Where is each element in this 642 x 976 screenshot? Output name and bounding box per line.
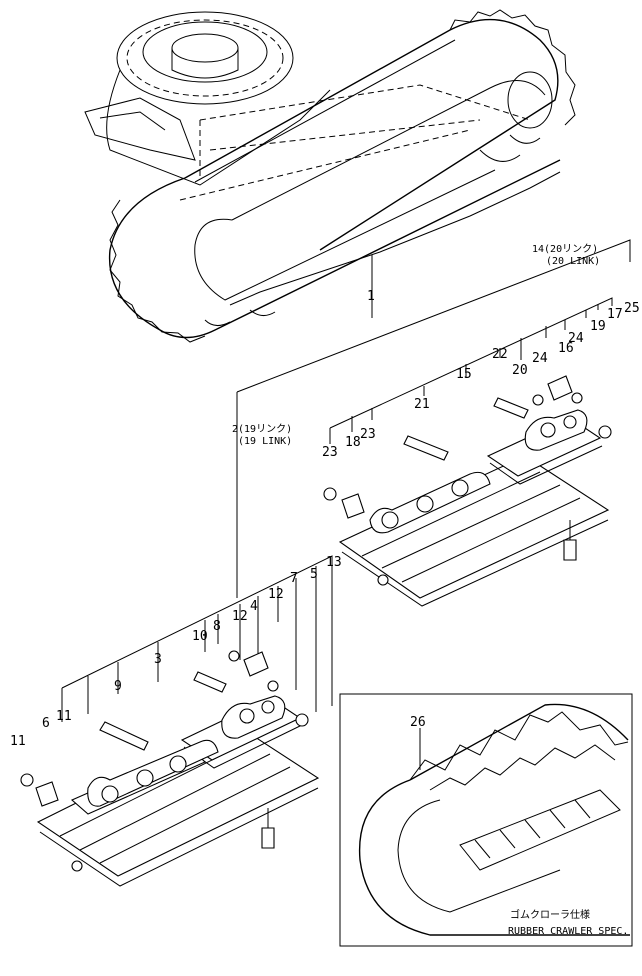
label-part-15: 15	[456, 367, 472, 382]
nut-23	[323, 487, 337, 501]
label-part-11a: 11	[10, 734, 26, 749]
bolt-13	[261, 827, 275, 849]
nut-11	[20, 773, 34, 787]
label-part-14: 14(20リンク)	[532, 243, 598, 255]
nut-23b	[377, 574, 389, 586]
pin-21	[403, 435, 449, 461]
rubber-crawler-inset	[339, 693, 633, 947]
label-part-23b: 23	[360, 427, 376, 442]
label-part-5: 5	[310, 567, 318, 582]
label-part-1: 1	[367, 289, 375, 304]
nut-5	[295, 713, 309, 727]
nut-11b	[71, 860, 83, 872]
label-part-3: 3	[154, 652, 162, 667]
label-part-4: 4	[250, 599, 258, 614]
nut-12b	[267, 680, 279, 692]
inset-caption-jp: ゴムクローラ仕様	[510, 908, 590, 921]
label-part-12a: 12	[232, 609, 248, 624]
pin-22	[493, 397, 529, 419]
label-part-25: 25	[624, 301, 640, 316]
nut-12a	[228, 650, 240, 662]
track-shoe-set-19-link	[20, 650, 320, 887]
leader-frames	[61, 239, 631, 770]
label-part-17: 17	[607, 307, 623, 322]
part-labels: 1 2(19リンク) (19 LINK) 3 4 5 6 7 8 9 10 11…	[10, 243, 640, 749]
inset-frame	[339, 693, 633, 947]
label-part-23a: 23	[322, 445, 338, 460]
label-part-20: 20	[512, 363, 528, 378]
label-part-6: 6	[42, 716, 50, 731]
label-part-19: 19	[590, 319, 606, 334]
label-part-2-en: (19 LINK)	[238, 436, 292, 447]
label-part-2: 2(19リンク)	[232, 423, 292, 435]
label-part-18: 18	[345, 435, 361, 450]
pin-10	[193, 671, 227, 693]
label-part-12b: 12	[268, 587, 284, 602]
bolt-17	[563, 539, 577, 561]
label-part-11b: 11	[56, 709, 72, 724]
inset-caption-en: RUBBER CRAWLER SPEC.	[508, 926, 628, 937]
label-part-14-en: (20 LINK)	[546, 256, 600, 267]
undercarriage-drawing	[84, 9, 576, 343]
bushing-16	[547, 375, 573, 401]
label-part-7: 7	[290, 571, 298, 586]
label-part-26: 26	[410, 715, 426, 730]
nut-25	[598, 425, 612, 439]
bushing-6	[35, 781, 59, 807]
bushing-18	[341, 493, 365, 519]
label-part-21: 21	[414, 397, 430, 412]
nut-24b	[571, 392, 583, 404]
label-part-9: 9	[114, 679, 122, 694]
label-part-13: 13	[326, 555, 342, 570]
label-part-10: 10	[192, 629, 208, 644]
bushing-4	[243, 651, 269, 677]
pin-9	[99, 721, 149, 751]
label-part-16: 16	[558, 341, 574, 356]
label-part-24b: 24	[568, 331, 584, 346]
nut-24a	[532, 394, 544, 406]
label-part-24a: 24	[532, 351, 548, 366]
label-part-22: 22	[492, 347, 508, 362]
track-shoe-set-20-link	[323, 375, 612, 607]
label-part-8: 8	[213, 619, 221, 634]
